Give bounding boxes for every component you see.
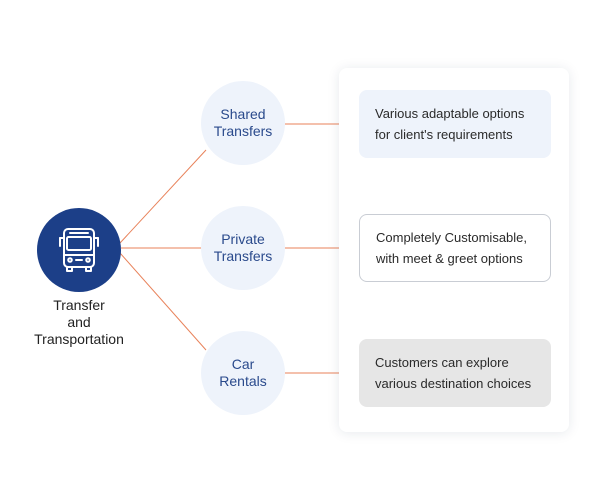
connector-hub-shared	[119, 149, 207, 244]
bus-icon	[59, 228, 99, 272]
card-private-transfers: Completely Customisable, with meet & gre…	[359, 214, 551, 282]
node-shared-transfers: Shared Transfers	[201, 81, 285, 165]
card-car-rentals: Customers can explore various destinatio…	[359, 339, 551, 407]
hub-circle	[37, 208, 121, 292]
node-private-transfers: Private Transfers	[201, 206, 285, 290]
hub-label: Transfer and Transportation	[34, 297, 124, 347]
card-shared-transfers: Various adaptable options for client's r…	[359, 90, 551, 158]
node-car-rentals: Car Rentals	[201, 331, 285, 415]
connector-hub-car	[119, 252, 207, 351]
